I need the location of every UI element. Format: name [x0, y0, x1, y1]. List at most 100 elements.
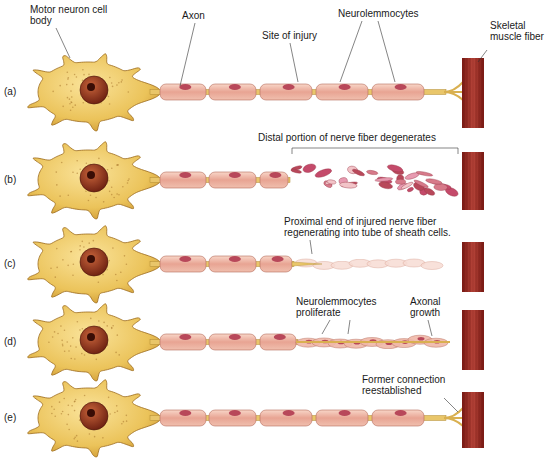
soma-granule	[67, 97, 69, 99]
soma-granule	[121, 81, 123, 83]
soma-granule	[126, 420, 128, 422]
soma-granule	[69, 103, 71, 105]
soma-granule	[116, 193, 118, 195]
soma-granule	[52, 91, 54, 93]
soma-granule	[96, 359, 98, 361]
soma-granule	[72, 106, 74, 108]
soma-granule	[74, 74, 76, 76]
soma-granule	[113, 197, 115, 199]
myelin-sheath	[260, 172, 288, 188]
skeletal-muscle-fiber	[462, 310, 484, 370]
caption-note: Distal portion of nerve fiber degenerate…	[258, 132, 436, 143]
striation	[482, 310, 483, 370]
neurolemmocyte	[209, 256, 256, 272]
soma-granule	[57, 333, 59, 335]
soma-granule	[72, 171, 74, 173]
neurolemmocyte	[160, 410, 206, 426]
myelin-sheath	[209, 410, 256, 426]
sheath-nucleus	[283, 84, 295, 90]
soma-granule	[83, 246, 85, 248]
soma-granule	[68, 350, 70, 352]
sheath-nucleus	[229, 172, 241, 178]
leader-line	[310, 240, 312, 254]
soma-granule	[79, 249, 81, 251]
soma-granule	[67, 71, 69, 73]
soma-outline	[28, 304, 161, 381]
terminal-branch	[444, 418, 463, 426]
sheath-nucleus	[179, 334, 191, 340]
motor-neuron-cell-body	[28, 54, 161, 131]
nucleus	[80, 326, 108, 354]
nucleus	[80, 164, 108, 192]
degenerating-fragment	[375, 177, 393, 182]
striation	[479, 310, 480, 370]
soma-granule	[82, 328, 84, 330]
soma-granule	[128, 91, 130, 93]
axon-terminal	[444, 82, 463, 100]
soma-outline	[28, 226, 161, 303]
panel-letter: (d)	[4, 336, 16, 347]
motor-neuron-cell-body	[28, 380, 161, 457]
soma-granule	[111, 82, 113, 84]
part-label: Axon	[182, 10, 205, 21]
leader-line	[180, 23, 195, 86]
myelin-sheath	[209, 256, 256, 272]
leader-line	[444, 398, 458, 412]
soma-granule	[74, 358, 76, 360]
soma-granule	[63, 398, 65, 400]
degenerating-fragment	[302, 162, 317, 174]
striation	[467, 242, 468, 292]
soma-granule	[56, 184, 58, 186]
part-label: Skeletal muscle fiber	[490, 20, 550, 42]
soma-granule	[59, 85, 61, 87]
soma-granule	[118, 82, 120, 84]
soma-granule	[61, 413, 63, 415]
soma-outline	[28, 54, 161, 131]
degenerating-fragment	[327, 179, 336, 184]
soma-granule	[88, 242, 90, 244]
soma-granule	[48, 341, 50, 343]
soma-granule	[70, 109, 72, 111]
soma-granule	[114, 412, 116, 414]
skeletal-muscle-fiber	[462, 392, 484, 448]
soma-granule	[67, 265, 69, 267]
striation	[470, 152, 471, 210]
part-label: Neurolemmocytes proliferate	[296, 296, 386, 318]
soma-granule	[55, 171, 57, 173]
sheath-nucleus	[395, 84, 407, 90]
soma-granule	[79, 168, 81, 170]
neurolemmocyte	[260, 334, 296, 350]
soma-granule	[88, 74, 90, 76]
soma-granule	[62, 259, 64, 261]
soma-granule	[118, 354, 120, 356]
soma-granule	[71, 251, 73, 253]
soma-granule	[117, 410, 119, 412]
myelin-sheath	[209, 334, 256, 350]
sheath-nucleus	[179, 410, 191, 416]
myelin-sheath	[260, 84, 312, 100]
leader-line	[348, 320, 350, 334]
soma-granule	[109, 191, 111, 193]
soma-granule	[118, 194, 120, 196]
soma-granule	[115, 274, 117, 276]
myelin-sheath	[160, 334, 206, 350]
striation	[479, 152, 480, 210]
soma-granule	[82, 102, 84, 104]
soma-granule	[68, 414, 70, 416]
soma-granule	[54, 331, 56, 333]
sheath-nucleus	[179, 256, 191, 262]
soma-granule	[74, 437, 76, 439]
neurolemmocyte	[160, 84, 206, 100]
soma-granule	[59, 401, 61, 403]
neurolemmocyte	[160, 256, 206, 272]
striation	[467, 310, 468, 370]
soma-granule	[62, 411, 64, 413]
soma-granule	[56, 248, 58, 250]
soma-granule	[70, 101, 72, 103]
soma-granule	[93, 240, 95, 242]
sheath-nucleus	[283, 410, 295, 416]
soma-granule	[86, 162, 88, 164]
soma-granule	[106, 325, 108, 327]
soma-granule	[112, 86, 114, 88]
